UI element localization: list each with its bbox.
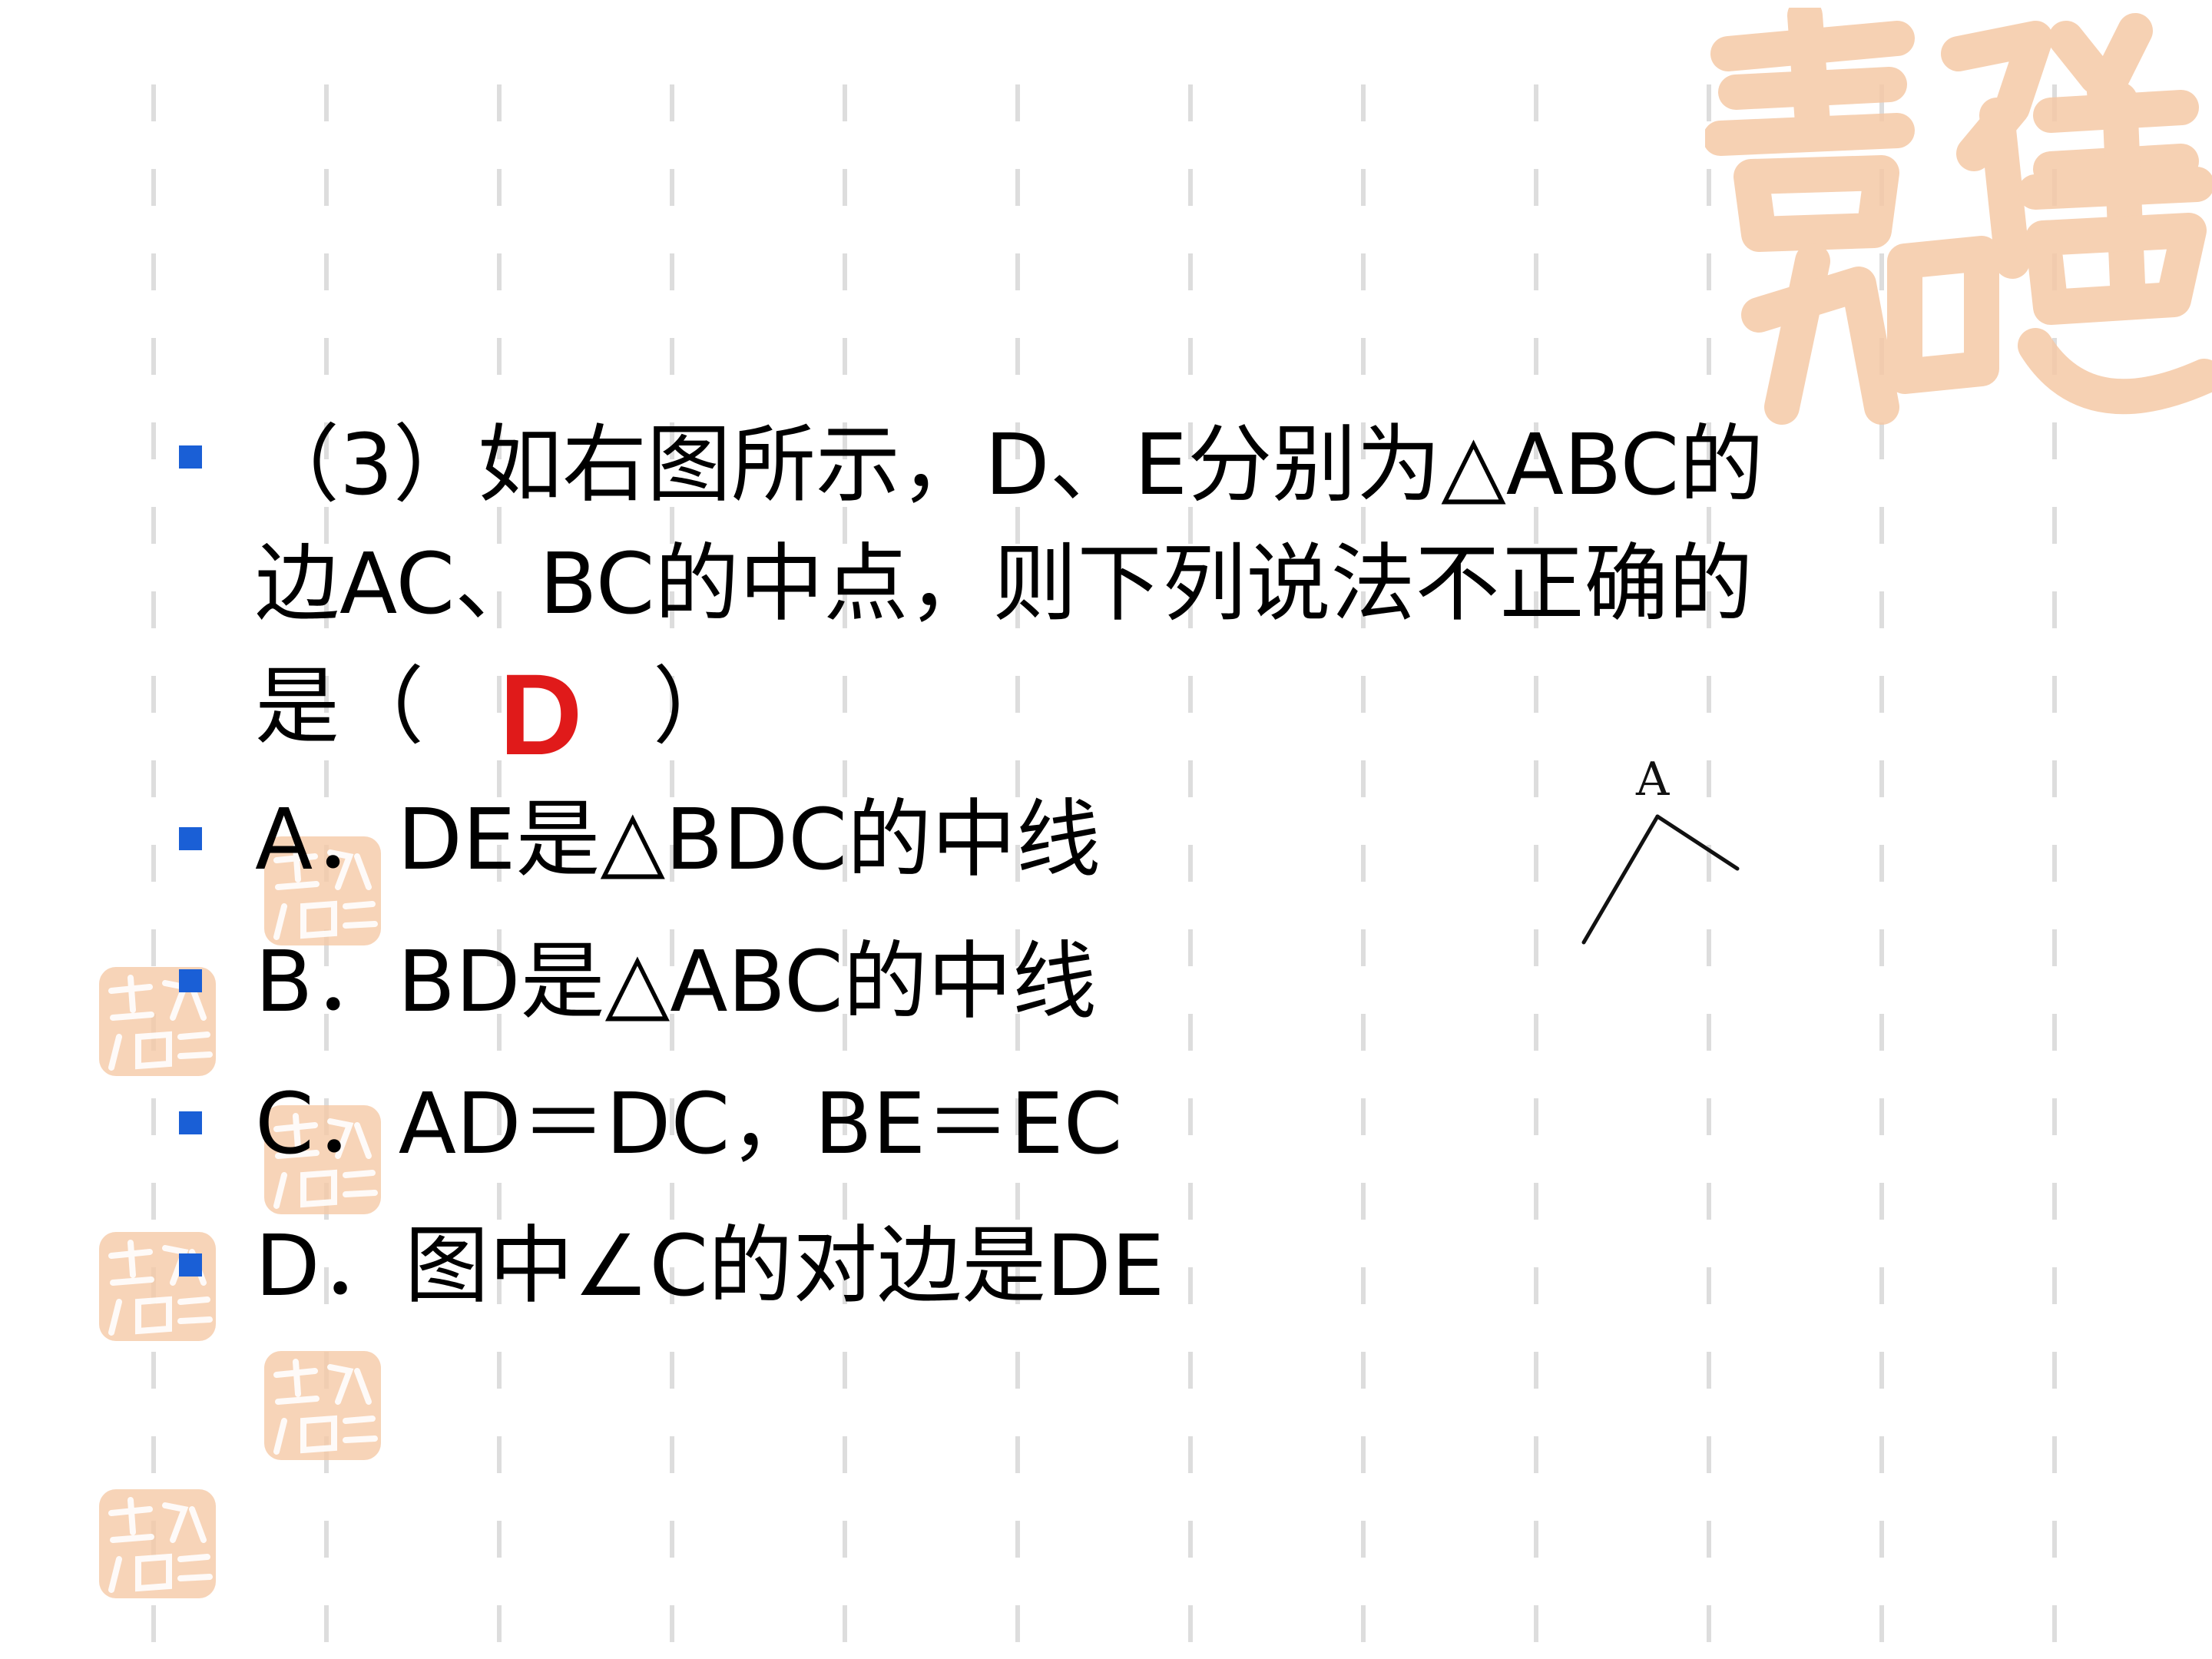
large-seal-watermark xyxy=(1705,8,2212,425)
option-a: A．DE是△BDC的中线 xyxy=(255,790,1101,889)
bullet-square-icon xyxy=(179,1253,202,1277)
question-line-3-prefix: 是（ xyxy=(255,657,424,756)
triangle-figure: A xyxy=(1581,753,1740,945)
triangle-side-ac xyxy=(1655,814,1740,871)
bullet-square-icon xyxy=(179,827,202,850)
question-line-3-suffix: ） xyxy=(653,657,737,756)
small-seal-watermark xyxy=(99,1489,216,1598)
small-seal-watermark xyxy=(99,967,216,1076)
bullet-square-icon xyxy=(179,1111,202,1134)
small-seal-watermark xyxy=(264,1105,381,1214)
option-b: B．BD是△ABC的中线 xyxy=(255,932,1097,1031)
answer-letter: D xyxy=(499,650,583,779)
small-seal-watermark xyxy=(264,836,381,945)
small-seal-watermark xyxy=(264,1351,381,1460)
option-d: D．图中∠C的对边是DE xyxy=(255,1217,1165,1315)
option-c: C．AD＝DC，BE＝EC xyxy=(255,1075,1123,1173)
bullet-square-icon xyxy=(179,445,202,469)
vertex-a-label: A xyxy=(1635,753,1670,806)
question-line-2: 边AC、BC的中点，则下列说法不正确的 xyxy=(255,535,1753,633)
question-line-1: （3）如右图所示，D、E分别为△ABC的 xyxy=(255,416,1764,514)
bullet-square-icon xyxy=(179,969,202,992)
triangle-side-ab xyxy=(1581,814,1660,945)
